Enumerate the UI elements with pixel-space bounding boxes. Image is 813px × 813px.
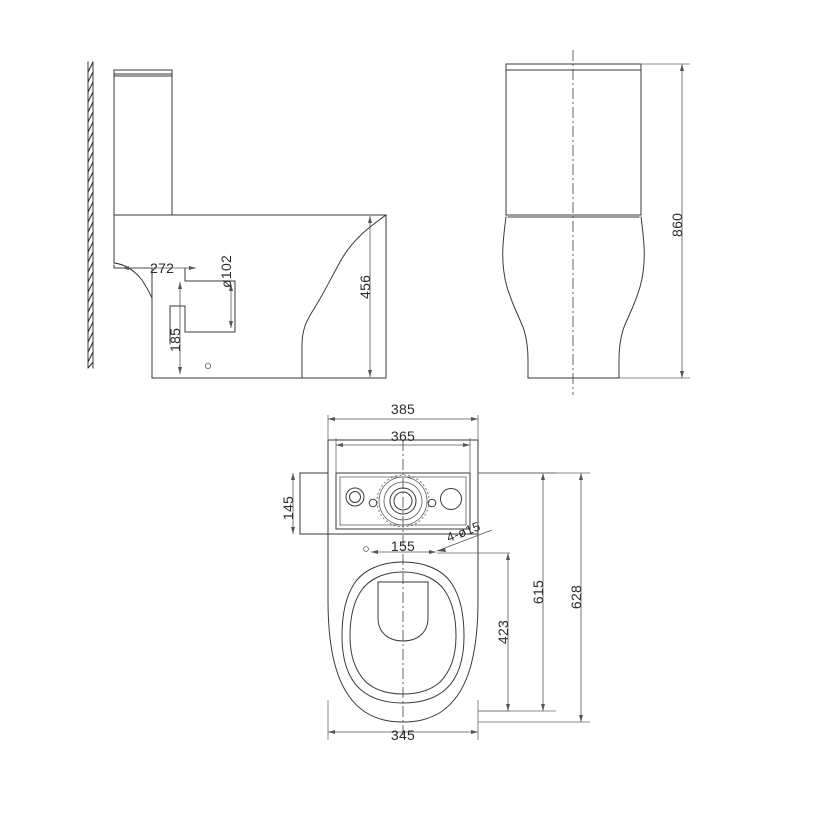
dimension-label-385: 385: [391, 401, 415, 417]
side-outlet-spigot: [169, 267, 236, 345]
dimension-628: 628: [478, 472, 590, 723]
dimension-label-d102: ø102: [218, 255, 234, 288]
front-pan-outline: [502, 216, 645, 379]
front-cistern-outline: [505, 63, 642, 218]
dimension-label-272: 272: [150, 260, 174, 276]
dimension-345: 345: [327, 700, 479, 743]
dimension-label-345: 345: [391, 727, 415, 743]
dimension-label-423: 423: [495, 620, 511, 644]
wall-hatching: [87, 61, 94, 369]
dimension-385: 385: [327, 401, 479, 440]
plan-view: 385 365 145 155: [280, 401, 590, 743]
dimension-label-155: 155: [391, 538, 415, 554]
plan-pan-outline: [327, 533, 479, 723]
side-elevation-view: 272 ø102 185 456: [87, 61, 387, 379]
plan-left-port: [345, 487, 365, 507]
dimension-185: 185: [167, 282, 183, 374]
dimension-145: 145: [280, 473, 296, 534]
dimension-label-365: 365: [391, 428, 415, 444]
dimension-label-615: 615: [530, 580, 546, 604]
dimension-365: 365: [335, 428, 471, 473]
dimension-label-860: 860: [669, 213, 685, 237]
dimension-272: 272: [122, 260, 196, 276]
dimension-label-145: 145: [280, 496, 296, 520]
plan-seat-outline: [341, 561, 465, 704]
dimension-155: 155: [363, 538, 436, 554]
dimension-label-628: 628: [568, 585, 584, 609]
plan-right-port: [440, 488, 462, 510]
dimension-860: 860: [619, 63, 690, 379]
dimension-d102: ø102: [218, 255, 234, 328]
plan-bowl-outline: [349, 571, 457, 695]
plan-fixing-hole-left: [368, 498, 378, 508]
side-pan-outline: [113, 214, 387, 379]
dimension-423: 423: [437, 552, 511, 712]
front-elevation-view: 860: [502, 50, 690, 395]
plan-rim-flap: [377, 581, 429, 642]
dimension-456: 456: [357, 216, 373, 377]
dimension-label-185: 185: [167, 328, 183, 352]
dimension-label-456: 456: [357, 275, 373, 299]
plan-cistern-lid-inner: [335, 472, 471, 530]
plan-fixing-hole-right: [427, 498, 437, 508]
side-fixing-hole: [204, 362, 211, 369]
